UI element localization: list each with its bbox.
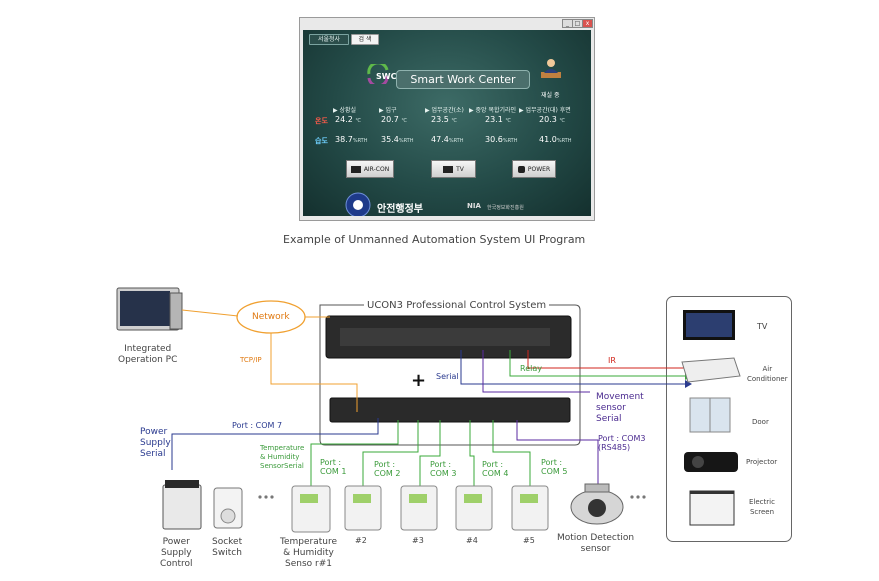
power-icon <box>517 166 525 173</box>
temp-unit: ℃ <box>355 118 361 124</box>
system-title: UCON3 Professional Control System <box>364 300 550 311</box>
sensor-2-label: #2 <box>355 536 367 545</box>
temperature-row-label: 온도 <box>315 117 328 125</box>
port-com7-label: Port : COM 7 <box>232 421 283 430</box>
socket-switch-label: Socket Switch <box>212 537 243 558</box>
aircon-icon <box>350 166 361 173</box>
hum-number: 41.0 <box>539 135 557 144</box>
temp-number: 24.2 <box>335 115 353 124</box>
motion-sensor-label: Motion Detection sensor <box>557 533 635 554</box>
device-tv-label: TV <box>757 322 768 331</box>
app-caption: Example of Unmanned Automation System UI… <box>283 233 586 246</box>
tv-button-label: TV <box>456 166 464 173</box>
network-label: Network <box>252 312 290 322</box>
temp-number: 23.1 <box>485 115 503 124</box>
zone-label: ▶ 입구 <box>379 107 397 114</box>
ir-label: IR <box>608 356 616 365</box>
movement-label: Movement sensor Serial <box>596 392 644 424</box>
hum-unit: %RTH <box>352 138 368 144</box>
app-screen: 서울청사 검 색 SWC Smart Work Center 재실 중 ▶ 상황… <box>303 30 591 216</box>
hum-unit: %RTH <box>398 138 414 144</box>
hum-number: 30.6 <box>485 135 503 144</box>
port-com1-label: Port : COM 1 <box>320 458 347 476</box>
hum-number: 47.4 <box>431 135 449 144</box>
nia-name: 한국정보화진흥원 <box>487 205 524 211</box>
hum-value: 41.0%RTH <box>539 135 572 144</box>
ministry-seal-icon <box>345 192 371 216</box>
temp-value: 20.3 ℃ <box>539 115 565 124</box>
swc-logo-icon <box>367 64 389 84</box>
pc-label: Integrated Operation PC <box>118 344 178 365</box>
logo-text: SWC <box>376 72 397 81</box>
hum-value: 35.4%RTH <box>381 135 414 144</box>
device-aircon-label: Air Conditioner <box>747 365 788 383</box>
hum-value: 38.7%RTH <box>335 135 368 144</box>
hum-unit: %RTH <box>448 138 464 144</box>
sensor-4-label: #4 <box>466 536 478 545</box>
temp-number: 20.7 <box>381 115 399 124</box>
aircon-button-label: AIR-CON <box>363 166 390 173</box>
th-serial-label: Temperature & Humidity SensorSerial <box>260 444 305 470</box>
port-com4-label: Port : COM 4 <box>482 460 509 478</box>
window-titlebar: _ □ x <box>300 18 594 29</box>
device-panel <box>666 296 792 542</box>
device-screen-label: Electric Screen <box>749 498 775 516</box>
ministry-name: 안전행정부 <box>377 204 423 215</box>
temp-unit: ℃ <box>559 118 565 124</box>
power-button[interactable]: POWER <box>512 160 556 178</box>
hum-number: 38.7 <box>335 135 353 144</box>
sensor-5-label: #5 <box>523 536 535 545</box>
aircon-button[interactable]: AIR-CON <box>346 160 394 178</box>
temp-number: 23.5 <box>431 115 449 124</box>
relay-label: Relay <box>520 364 542 373</box>
temp-value: 20.7 ℃ <box>381 115 407 124</box>
temp-value: 23.5 ℃ <box>431 115 457 124</box>
port-com3-rs485-label: Port : COM3 (RS485) <box>598 434 646 452</box>
tcpip-label: TCP/IP <box>240 356 262 364</box>
power-button-label: POWER <box>527 166 551 173</box>
temp-number: 20.3 <box>539 115 557 124</box>
hum-number: 35.4 <box>381 135 399 144</box>
temp-value: 24.2 ℃ <box>335 115 361 124</box>
brand-title: Smart Work Center <box>396 70 530 89</box>
nia-logo: NIA <box>467 202 481 210</box>
temp-unit: ℃ <box>401 118 407 124</box>
zone-label: ▶ 업무공간(대) 후면 <box>519 107 571 114</box>
port-com3-label: Port : COM 3 <box>430 460 457 478</box>
temp-value: 23.1 ℃ <box>485 115 511 124</box>
hum-unit: %RTH <box>502 138 518 144</box>
temp-unit: ℃ <box>451 118 457 124</box>
temp-unit: ℃ <box>505 118 511 124</box>
zone-label: ▶ 중앙 복합기라인 <box>469 107 517 114</box>
zone-label: ▶ 상황실 <box>333 107 357 114</box>
app-window: _ □ x 서울청사 검 색 SWC Smart Work Center 재실 … <box>299 17 595 221</box>
device-door-label: Door <box>752 418 769 426</box>
sensor-3-label: #3 <box>412 536 424 545</box>
zone-label: ▶ 업무공간(소) <box>425 107 464 114</box>
tab-search[interactable]: 검 색 <box>351 34 379 45</box>
tv-icon <box>443 166 454 173</box>
power-supply-label: Power Supply Control <box>160 537 193 569</box>
svg-text:+: + <box>411 370 426 391</box>
serial-label: Serial <box>436 372 459 381</box>
hum-value: 30.6%RTH <box>485 135 518 144</box>
th-sensor-label: Temperature & Humidity Senso r#1 <box>280 537 338 569</box>
tab-region[interactable]: 서울청사 <box>309 34 349 45</box>
device-projector-label: Projector <box>746 458 778 466</box>
port-com5-label: Port : COM 5 <box>541 458 568 476</box>
close-icon[interactable]: x <box>582 19 593 28</box>
tv-button[interactable]: TV <box>431 160 476 178</box>
operator-icon <box>541 59 561 78</box>
hum-value: 47.4%RTH <box>431 135 464 144</box>
humidity-row-label: 습도 <box>315 137 328 145</box>
operator-status: 재실 중 <box>541 92 560 99</box>
power-serial-label: Power Supply Serial <box>140 427 171 459</box>
hum-unit: %RTH <box>556 138 572 144</box>
port-com2-label: Port : COM 2 <box>374 460 401 478</box>
